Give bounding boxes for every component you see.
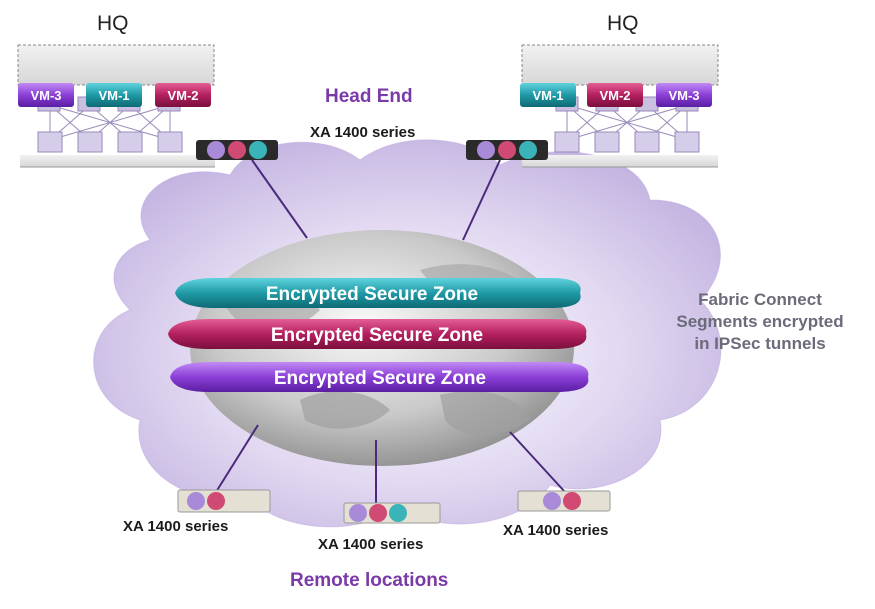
secure-zone-tube-3: Encrypted Secure Zone — [170, 362, 589, 392]
remote-device-label-left: XA 1400 series — [123, 518, 229, 535]
hq-right-title: HQ — [607, 12, 639, 35]
remote-locations-title: Remote locations — [290, 570, 449, 591]
secure-zone-tube-1: Encrypted Secure Zone — [175, 278, 581, 308]
remote-device-left — [177, 489, 271, 513]
vm-box — [86, 83, 142, 107]
remote-device-label-right: XA 1400 series — [503, 522, 609, 539]
vm-box — [587, 83, 643, 107]
zone-label-1: Encrypted Secure Zone — [266, 284, 478, 305]
note-line-2: Segments encrypted — [676, 312, 844, 331]
network-links — [215, 159, 566, 504]
vm-box — [18, 83, 74, 107]
zone-label-3: Encrypted Secure Zone — [274, 368, 486, 389]
head-end-device-left — [196, 140, 278, 160]
head-end-device-right — [466, 140, 548, 160]
fabric-connect-note: Fabric Connect Segments encrypted in IPS… — [650, 289, 870, 355]
hq-left-vm-boxes — [18, 83, 211, 107]
zone-label-2: Encrypted Secure Zone — [271, 325, 483, 346]
remote-device-center — [343, 502, 441, 524]
hq-right-vm-label: VM-2 — [599, 88, 630, 103]
note-line-1: Fabric Connect — [698, 290, 822, 309]
hq-left-vm-label: VM-3 — [30, 88, 61, 103]
secure-zone-tube-2: Encrypted Secure Zone — [168, 319, 587, 349]
head-end-title: Head End — [325, 86, 413, 107]
hq-right-vm-label: VM-1 — [532, 88, 563, 103]
note-line-3: in IPSec tunnels — [694, 334, 826, 353]
hq-left-vm-label: VM-1 — [98, 88, 129, 103]
hq-right-vm-boxes — [520, 83, 712, 107]
vm-box — [155, 83, 211, 107]
hq-right-vm-label: VM-3 — [668, 88, 699, 103]
hq-left-switch-mesh — [49, 104, 171, 141]
hq-right-datacenter — [521, 44, 719, 168]
vm-box — [656, 83, 712, 107]
vm-box — [520, 83, 576, 107]
remote-device-label-center: XA 1400 series — [318, 536, 424, 553]
head-end-device-label: XA 1400 series — [310, 124, 416, 141]
remote-device-right — [517, 490, 611, 512]
hq-right-switch-mesh — [566, 104, 688, 141]
hq-left-vm-label: VM-2 — [167, 88, 198, 103]
hq-left-title: HQ — [97, 12, 129, 35]
hq-left-datacenter — [17, 44, 215, 168]
